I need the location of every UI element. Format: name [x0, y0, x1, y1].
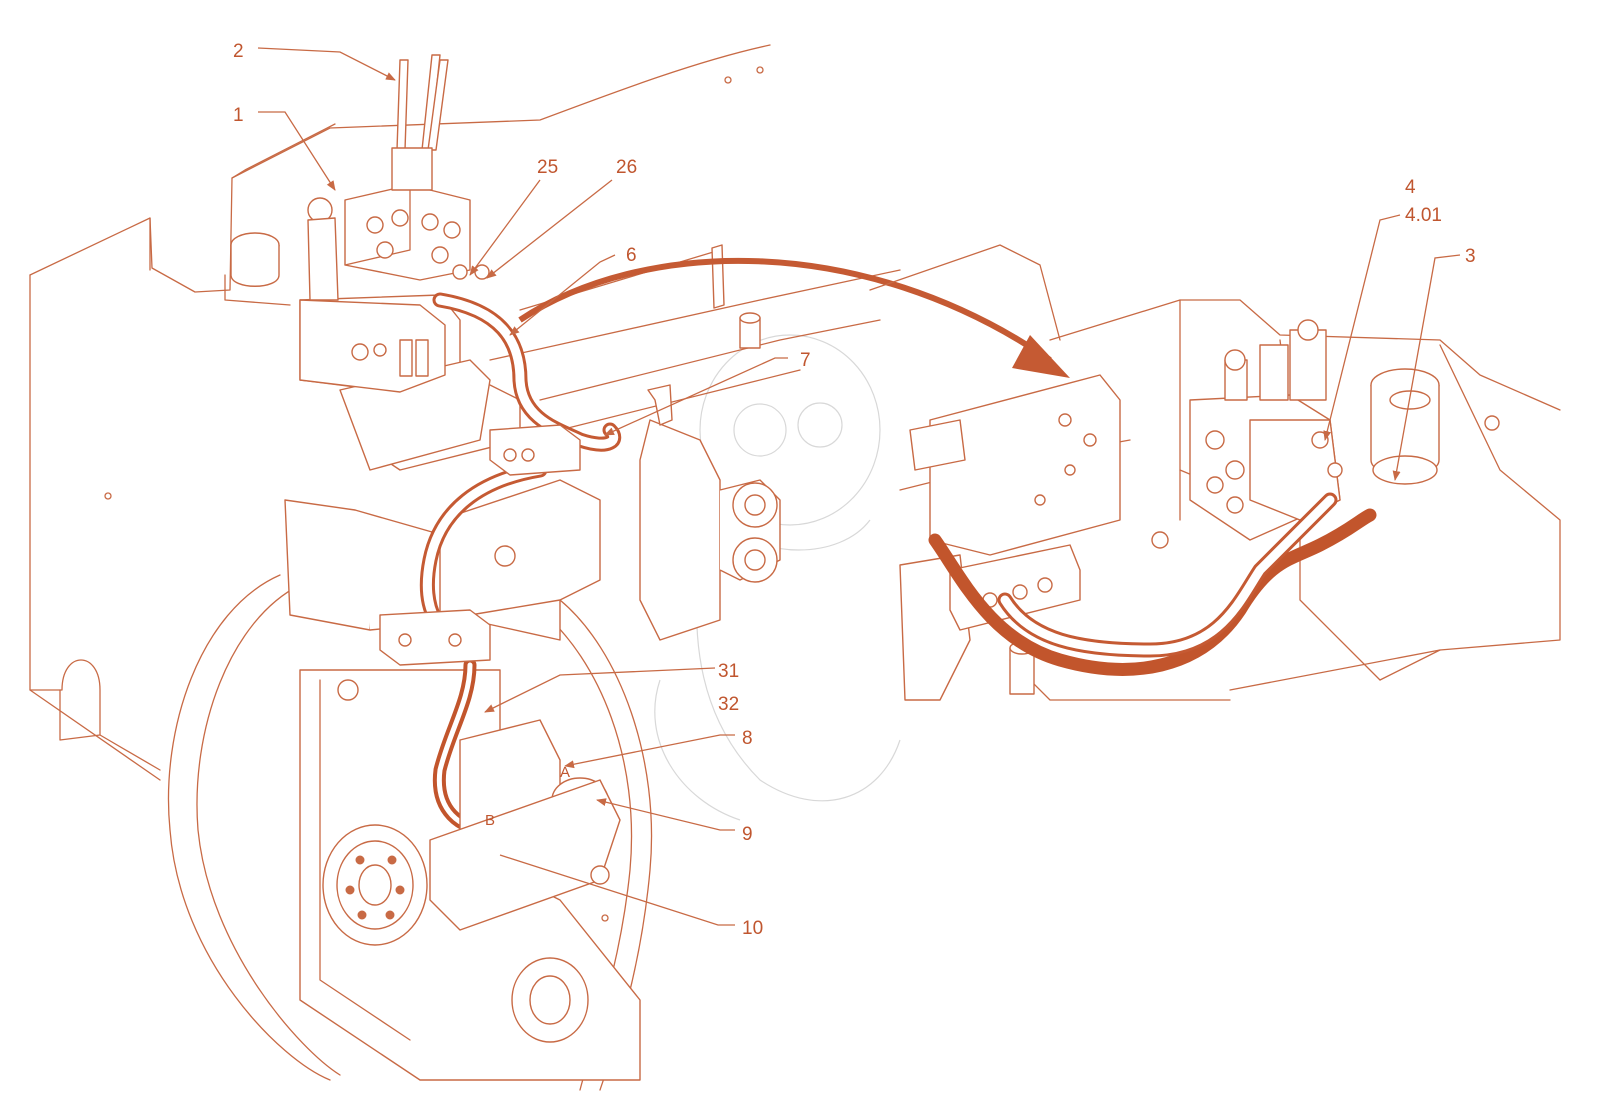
motor-hub: A B — [322, 545, 621, 1043]
hose-assembly-right — [928, 492, 1377, 676]
callout-leaders — [257, 47, 1461, 926]
callout-9: 9 — [742, 824, 753, 845]
callout-6: 6 — [626, 245, 637, 266]
port-label-a: A — [560, 764, 570, 781]
callout-31: 31 — [718, 661, 739, 682]
callout-2: 2 — [233, 41, 244, 62]
callout-7: 7 — [800, 350, 811, 371]
callout-4-01: 4.01 — [1405, 205, 1442, 226]
callout-32: 32 — [718, 694, 739, 715]
callout-4: 4 — [1405, 177, 1416, 198]
right-machine-frame — [869, 244, 1561, 701]
callout-labels: 2 1 25 26 6 7 31 32 8 9 10 4 4.01 3 — [233, 41, 1476, 939]
transfer-arrow — [518, 257, 1052, 363]
hose-assembly-left — [379, 292, 621, 837]
callout-25: 25 — [537, 157, 558, 178]
callout-10: 10 — [742, 918, 763, 939]
callout-3: 3 — [1465, 246, 1476, 267]
callout-26: 26 — [616, 157, 637, 178]
transfer-arrow-head — [1012, 335, 1070, 378]
port-label-b: B — [485, 812, 495, 829]
callout-8: 8 — [742, 728, 753, 749]
callout-1: 1 — [233, 105, 244, 126]
